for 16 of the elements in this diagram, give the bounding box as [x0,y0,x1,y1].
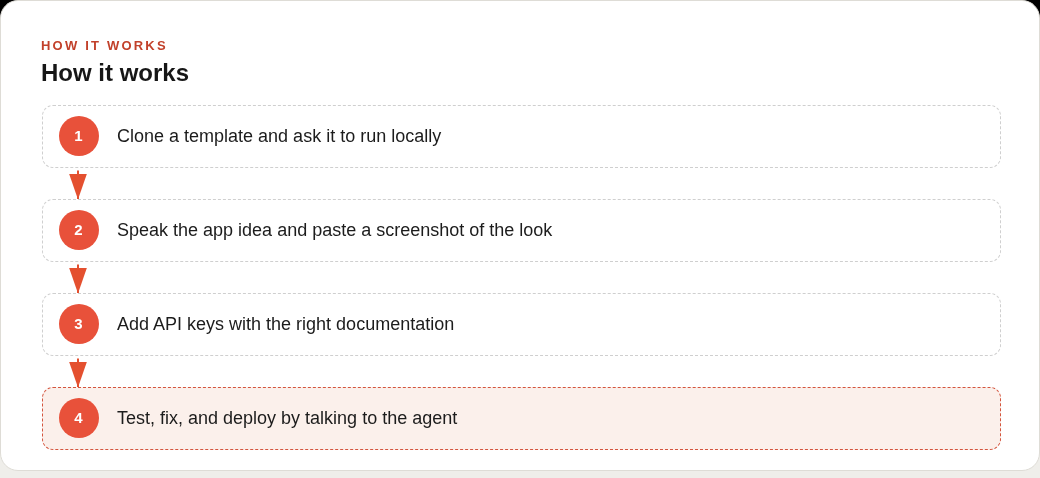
step-box [42,387,1001,450]
arrow [69,263,87,294]
step-box [42,105,1001,168]
step-number: 4 [58,398,99,438]
arrow [69,357,87,388]
step-box [42,199,1001,262]
step-text: Speak the app idea and paste a screenshot of the look [117,219,553,241]
step-number: 2 [58,210,99,250]
step-text: Clone a template and ask it to run locally [117,125,442,147]
step-box [42,293,1001,356]
step-number: 1 [58,116,99,156]
step-text: Test, fix, and deploy by talking to the agent [117,407,458,429]
step-number: 3 [58,304,99,344]
section-heading: How it works [41,59,190,87]
eyebrow-label: HOW IT WORKS [41,38,168,53]
step-text: Add API keys with the right documentation [117,313,455,335]
